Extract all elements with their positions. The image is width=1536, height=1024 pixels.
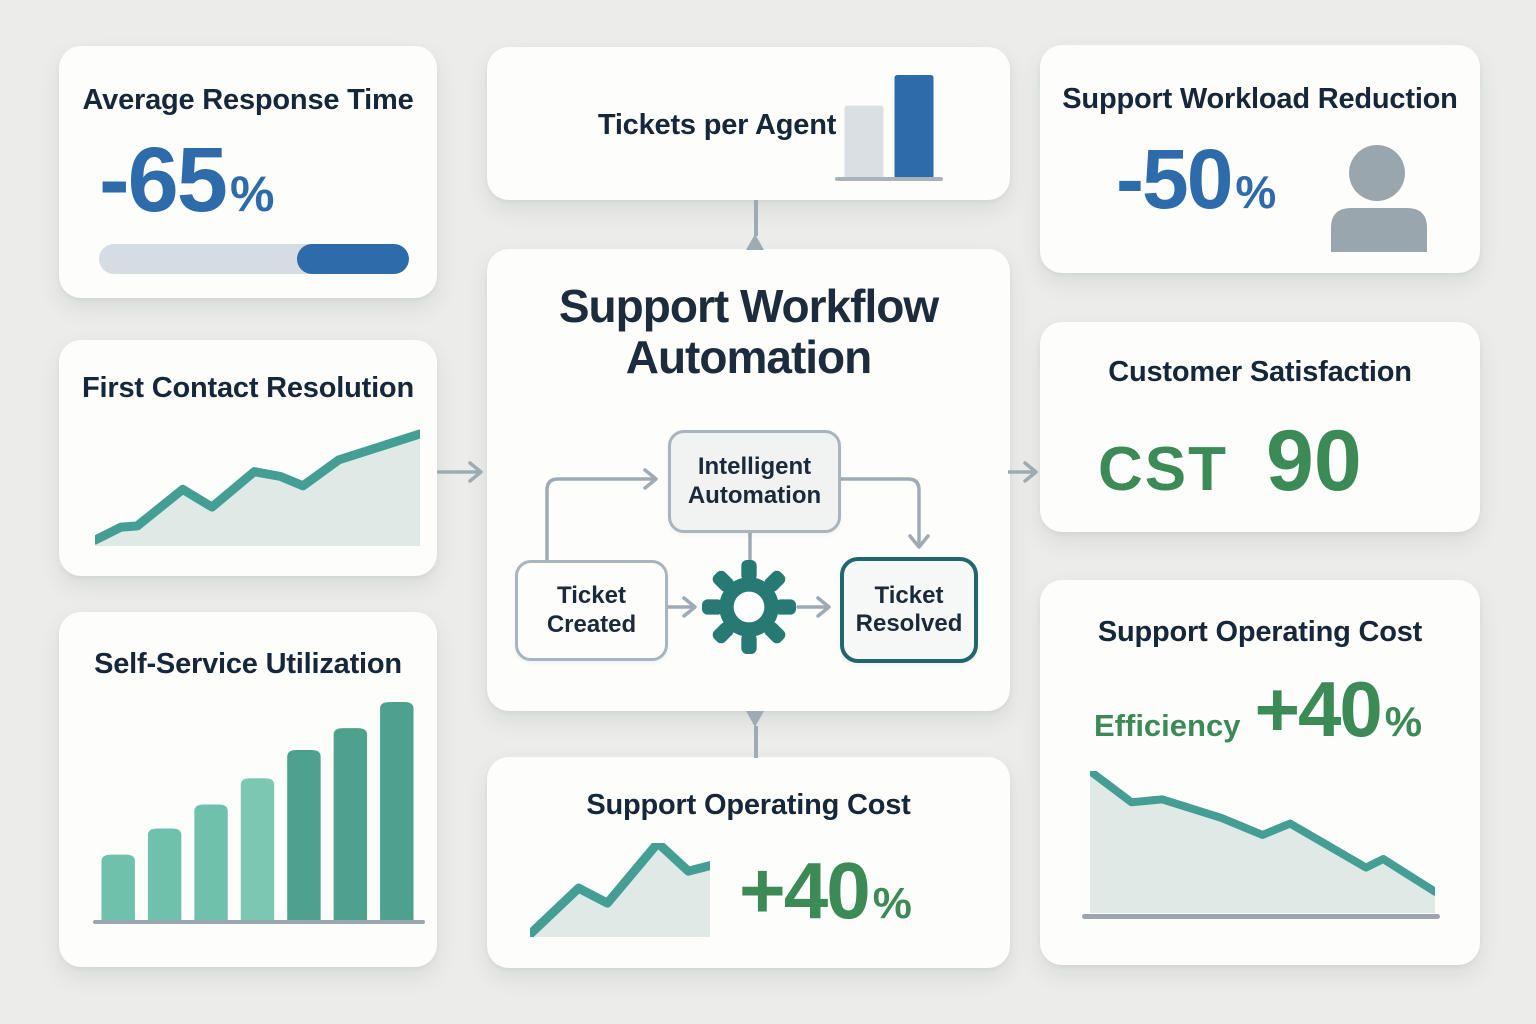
progress-bar-track xyxy=(99,244,409,274)
metric-value-row: -65 % xyxy=(99,134,274,226)
arrowhead-up-icon xyxy=(746,234,764,250)
card-first-contact-resolution: First Contact Resolution xyxy=(59,340,437,576)
metric-value: +40 xyxy=(1254,665,1382,753)
metric-value: -50 xyxy=(1116,132,1233,226)
card-title: First Contact Resolution xyxy=(82,372,414,404)
chart-baseline xyxy=(1082,914,1440,919)
metric-unit: % xyxy=(1235,166,1277,218)
page-title: Support Workflow Automation xyxy=(487,281,1010,382)
operating-cost-area-chart xyxy=(530,843,710,937)
arrowhead-right-icon xyxy=(1023,461,1038,483)
card-average-response-time: Average Response Time -65 % xyxy=(59,46,437,298)
connector-workflow-to-cost xyxy=(754,726,758,758)
metric-value: +40 xyxy=(739,846,871,935)
arrowhead-right-icon xyxy=(682,596,697,618)
flow-node-ticket-resolved: Ticket Resolved xyxy=(840,557,978,663)
gear-icon xyxy=(701,559,797,655)
card-title: Average Response Time xyxy=(82,84,414,116)
metric-value: -65 xyxy=(99,129,228,231)
node-label-line1: Ticket xyxy=(557,582,626,610)
card-title: Customer Satisfaction xyxy=(1108,356,1412,388)
chart-baseline xyxy=(93,920,425,924)
node-label-line1: Ticket xyxy=(874,581,944,609)
connector-automation-to-resolved xyxy=(833,477,921,545)
flow-node-ticket-created: Ticket Created xyxy=(515,560,668,661)
connector-fcr-to-workflow xyxy=(437,461,483,483)
node-label-line2: Resolved xyxy=(855,610,963,637)
connector-tickets-to-workflow xyxy=(754,200,758,236)
card-customer-satisfaction: Customer Satisfaction CST 90 xyxy=(1040,322,1480,532)
node-label-line1: Intelligent xyxy=(697,453,812,481)
arrowhead-right-icon xyxy=(816,596,831,618)
metric-unit: % xyxy=(229,166,275,222)
first-contact-area-chart xyxy=(95,428,420,546)
node-label-line2: Created xyxy=(546,610,637,638)
card-title: Tickets per Agent xyxy=(597,109,837,141)
arrowhead-right-icon xyxy=(643,468,658,490)
bar-chart-icon xyxy=(844,75,934,177)
flow-node-intelligent-automation: Intelligent Automation xyxy=(668,430,841,533)
metric-value-row: -50 % xyxy=(1116,137,1276,221)
card-title: Support Operating Cost xyxy=(1097,616,1423,648)
metric-value-row: Efficiency +40 % xyxy=(1094,670,1422,748)
metric-value-row: CST 90 xyxy=(1098,418,1362,504)
card-title: Support Workload Reduction xyxy=(1062,83,1458,115)
card-support-operating-cost-right: Support Operating Cost Efficiency +40 % xyxy=(1040,580,1480,965)
self-service-bar-chart xyxy=(101,702,414,920)
card-support-operating-cost-center: Support Operating Cost +40 % xyxy=(487,757,1010,968)
metric-unit: % xyxy=(1384,698,1423,745)
arrowhead-down-icon xyxy=(746,711,764,727)
metric-label: Efficiency xyxy=(1094,708,1241,743)
arrowhead-right-icon xyxy=(468,461,483,483)
page-title-line1: Support Workflow xyxy=(558,280,939,332)
connector-created-to-automation xyxy=(545,477,655,562)
node-label-line2: Automation xyxy=(687,481,822,509)
metric-value-row: +40 % xyxy=(739,851,912,931)
page-title-line2: Automation xyxy=(625,330,873,383)
metric-label: CST xyxy=(1098,435,1228,504)
metric-unit: % xyxy=(872,879,912,928)
card-title: Self-Service Utilization xyxy=(94,648,402,680)
progress-bar-fill xyxy=(297,244,409,274)
connector-workflow-to-csat xyxy=(1008,461,1038,483)
person-icon xyxy=(1331,145,1427,252)
card-self-service-utilization: Self-Service Utilization xyxy=(59,612,437,967)
arrowhead-down-icon xyxy=(908,534,930,549)
chart-baseline xyxy=(835,177,943,181)
metric-value: 90 xyxy=(1266,413,1362,509)
card-title: Support Operating Cost xyxy=(586,789,911,821)
card-tickets-per-agent: Tickets per Agent xyxy=(487,47,1010,200)
card-support-workflow-automation: Support Workflow Automation Intelligent … xyxy=(487,249,1010,711)
declining-cost-area-chart xyxy=(1090,771,1435,913)
card-support-workload-reduction: Support Workload Reduction -50 % xyxy=(1040,45,1480,273)
